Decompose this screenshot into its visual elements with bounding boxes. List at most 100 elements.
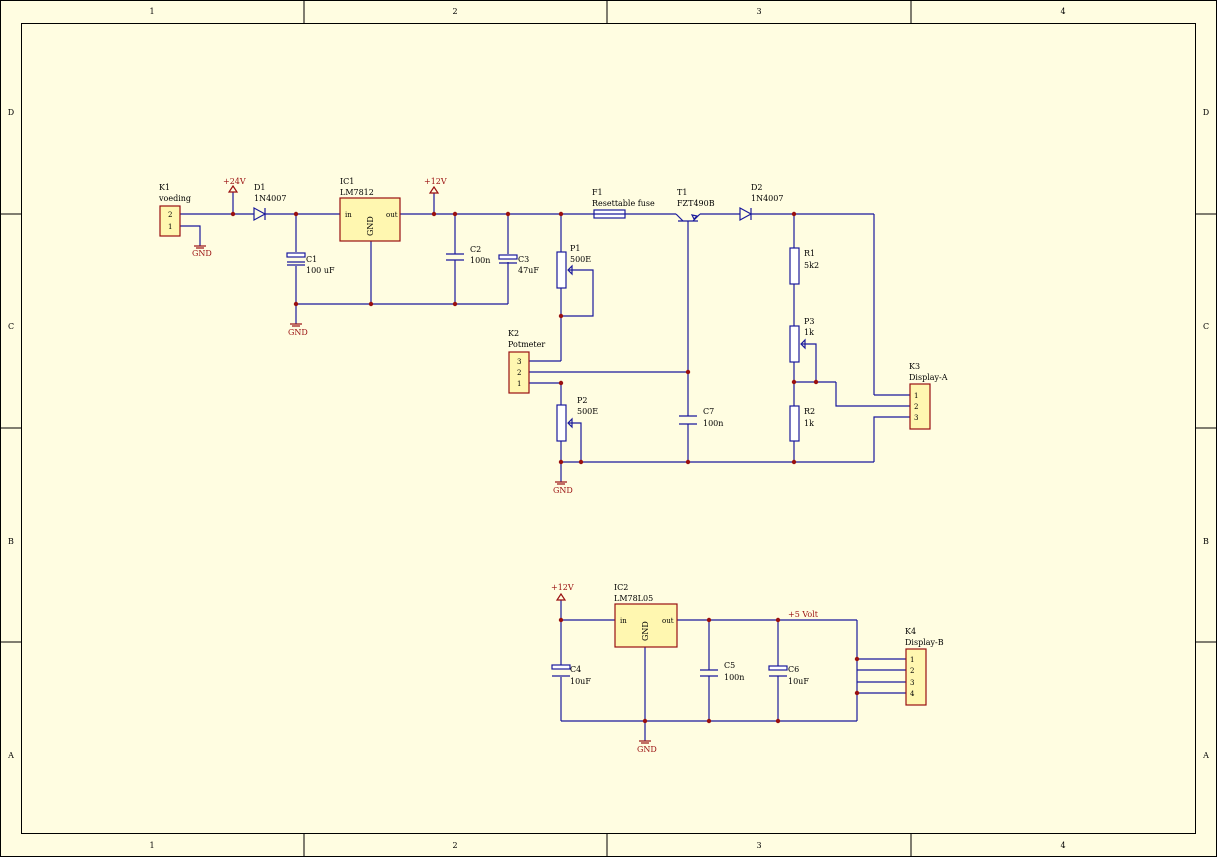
k4-ref: K4 (905, 627, 916, 636)
capacitor-c1: C1 100 uF (286, 252, 335, 275)
c5-value: 100n (724, 673, 744, 682)
potentiometer-p3: P3 1k (789, 317, 814, 363)
power-port-24v: +24V (223, 177, 246, 193)
potentiometer-p1: P1 500E (556, 244, 591, 289)
row-label-left-b: B (8, 537, 14, 546)
c2-value: 100n (470, 256, 490, 265)
ic1-ref: IC1 (340, 177, 354, 186)
zone-labels: 1 2 3 4 1 2 3 4 D C B A D C B A (7, 7, 1209, 850)
k3-value: Display-A (909, 373, 948, 382)
resistor-r1: R1 5k2 (789, 247, 819, 285)
c4-ref: C4 (570, 665, 581, 674)
row-label-right-b: B (1203, 537, 1209, 546)
svg-text:out: out (386, 211, 398, 219)
gnd-label-c1: GND (288, 328, 308, 337)
k1-ref: K1 (159, 183, 170, 192)
resistor-r2: R2 1k (789, 405, 815, 442)
svg-text:1: 1 (914, 392, 918, 400)
potentiometer-p2: P2 500E (556, 396, 598, 442)
f1-value: Resettable fuse (592, 199, 655, 208)
power-label-12v-bottom: +12V (551, 583, 574, 592)
c1-value: 100 uF (306, 266, 335, 275)
c1-ref: C1 (306, 255, 317, 264)
col-label-bottom-2: 2 (452, 841, 457, 850)
connector-k1: 2 1 K1 voeding (158, 183, 191, 237)
diode-d2: D2 1N4007 (739, 183, 783, 222)
row-label-left-c: C (8, 322, 14, 331)
power-port-12v-top: +12V (424, 177, 447, 194)
svg-text:in: in (620, 617, 627, 625)
c2-ref: C2 (470, 245, 481, 254)
r1-ref: R1 (804, 249, 815, 258)
capacitor-c7: C7 100n (679, 407, 723, 428)
c3-ref: C3 (518, 255, 529, 264)
gnd-label-k1: GND (192, 249, 212, 258)
col-label-bottom-3: 3 (756, 841, 761, 850)
ic1-value: LM7812 (340, 188, 374, 197)
row-label-right-d: D (1203, 108, 1209, 117)
c6-ref: C6 (788, 665, 799, 674)
connector-k3: 1 2 3 K3 Display-A (909, 362, 948, 430)
gnd-symbol-p2: GND (553, 481, 573, 495)
capacitor-c5: C5 100n (700, 661, 744, 682)
c7-value: 100n (703, 419, 723, 428)
capacitor-c4: C4 10uF (551, 664, 591, 686)
p1-ref: P1 (570, 244, 580, 253)
wires-bottom (560, 600, 906, 741)
c3-value: 47uF (518, 266, 539, 275)
ic2-ref: IC2 (614, 583, 628, 592)
svg-text:2: 2 (910, 667, 914, 675)
d2-value: 1N4007 (751, 194, 783, 203)
c7-ref: C7 (703, 407, 714, 416)
c4-value: 10uF (570, 677, 591, 686)
d1-ref: D1 (254, 183, 266, 192)
svg-text:2: 2 (168, 211, 172, 219)
col-label-bottom-1: 1 (149, 841, 154, 850)
c6-value: 10uF (788, 677, 809, 686)
k1-value: voeding (158, 194, 191, 203)
svg-text:in: in (345, 211, 352, 219)
k4-value: Display-B (905, 638, 944, 647)
gnd-label-p2: GND (553, 486, 573, 495)
svg-text:out: out (662, 617, 674, 625)
svg-text:4: 4 (910, 690, 915, 698)
svg-text:2: 2 (914, 403, 918, 411)
row-label-right-c: C (1203, 322, 1209, 331)
svg-text:1: 1 (168, 223, 172, 231)
svg-text:3: 3 (914, 414, 918, 422)
col-label-top-4: 4 (1060, 7, 1065, 16)
col-label-bottom-4: 4 (1060, 841, 1065, 850)
regulator-ic2: in out GND IC2 LM78L05 (614, 583, 678, 648)
row-label-left-d: D (8, 108, 14, 117)
sheet-inner-border (21, 23, 1196, 834)
gnd-symbol-c1: GND (288, 323, 308, 337)
col-label-top-1: 1 (149, 7, 154, 16)
net-label-5v: +5 Volt (788, 610, 819, 619)
k2-ref: K2 (508, 329, 519, 338)
connector-k2: 3 2 1 K2 Potmeter (508, 329, 545, 394)
capacitor-c3: C3 47uF (498, 254, 539, 275)
power-label-12v-top: +12V (424, 177, 447, 186)
capacitor-c2: C2 100n (446, 245, 490, 265)
k3-ref: K3 (909, 362, 920, 371)
diode-d1: D1 1N4007 (253, 183, 286, 222)
c5-ref: C5 (724, 661, 735, 670)
svg-text:3: 3 (517, 358, 521, 366)
power-port-12v-bottom: +12V (551, 583, 574, 601)
svg-text:GND: GND (366, 216, 375, 236)
r2-ref: R2 (804, 407, 815, 416)
row-label-left-a: A (7, 751, 14, 760)
t1-ref: T1 (677, 188, 687, 197)
r1-value: 5k2 (804, 261, 819, 270)
svg-text:GND: GND (641, 621, 650, 641)
capacitor-c6: C6 10uF (768, 665, 809, 686)
gnd-symbol-k1: GND (192, 245, 212, 258)
p3-ref: P3 (804, 317, 814, 326)
svg-text:1: 1 (517, 380, 521, 388)
r2-value: 1k (804, 419, 814, 428)
connector-k4: 1 2 3 4 K4 Display-B (905, 627, 944, 706)
junction-dots (230, 211, 860, 724)
